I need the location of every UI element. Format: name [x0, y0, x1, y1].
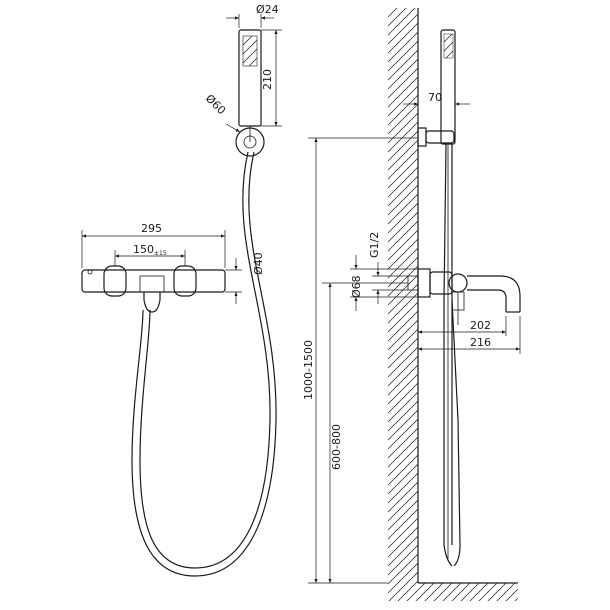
- hand-shower-side: [417, 29, 456, 147]
- handshower-length-label: 210: [261, 69, 274, 90]
- bracket-offset-label: 70: [428, 91, 442, 104]
- rosette-diameter-label: Ø68: [350, 275, 363, 298]
- mixer-width-label: 295: [141, 222, 162, 235]
- center-tolerance-label: ±15: [154, 250, 167, 257]
- front-view: Ø24 210 Ø60 295 150 ±15 Ø40: [81, 3, 282, 577]
- handshower-diameter-label: Ø24: [256, 3, 279, 16]
- thermostatic-mixer-body: [81, 265, 226, 313]
- mixer-height-label: 600-800: [330, 424, 343, 470]
- side-view: 70 1000-1500 600-800 Ø68 G1/2 202 216: [302, 8, 521, 601]
- mixer-side: [407, 268, 521, 325]
- hose-outlet-diameter-label: Ø60: [203, 92, 228, 117]
- shower-hose-side: [443, 143, 461, 567]
- floor-section: [388, 583, 518, 601]
- wall-outlet-holder: [235, 127, 265, 157]
- shower-hose: [131, 151, 277, 577]
- total-reach-label: 216: [470, 336, 491, 349]
- body-diameter-label: Ø40: [252, 252, 265, 275]
- spout-reach-label: 202: [470, 319, 491, 332]
- connection-thread-label: G1/2: [368, 232, 381, 258]
- hand-shower: [238, 29, 262, 142]
- center-distance-label: 150: [133, 243, 154, 256]
- wall-section: [388, 8, 418, 583]
- bracket-height-label: 1000-1500: [302, 340, 315, 400]
